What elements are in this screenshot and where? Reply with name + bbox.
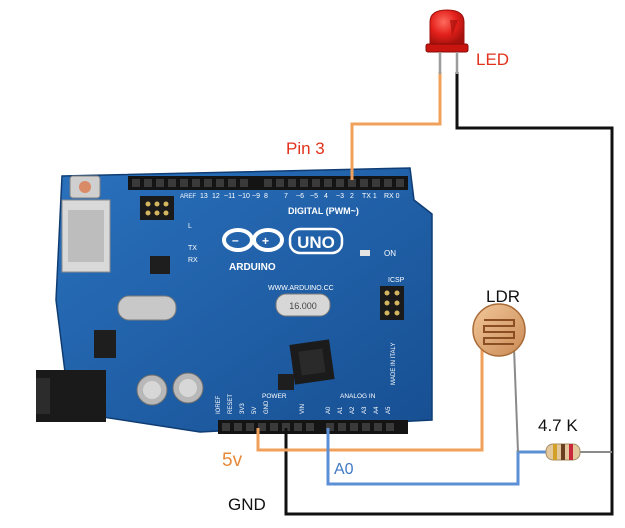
gnd-pin-label: GND bbox=[264, 400, 270, 414]
svg-text:+: + bbox=[262, 234, 269, 248]
pin-label-6: ~6 bbox=[296, 193, 304, 200]
vin-label: VIN bbox=[300, 404, 306, 414]
pin-label-7: 7 bbox=[284, 193, 288, 200]
crystal-oscillator bbox=[117, 295, 177, 321]
pin-label-rx0: RX 0 bbox=[384, 193, 400, 200]
regulator bbox=[94, 330, 116, 358]
pin-label-9: ~9 bbox=[252, 193, 260, 200]
reset-pin-label: RESET bbox=[228, 394, 234, 414]
wire-pin3-to-led bbox=[350, 72, 442, 180]
uno-label: UNO bbox=[297, 233, 335, 252]
pin-label-11: ~11 bbox=[224, 193, 235, 200]
analog-pin-a3: A3 bbox=[362, 406, 368, 414]
analog-pin-a1: A1 bbox=[338, 406, 344, 414]
made-in-label: MADE IN ITALY bbox=[391, 343, 397, 385]
pin-label-10: ~10 bbox=[238, 193, 250, 200]
small-header bbox=[140, 196, 174, 220]
wire-led-to-gnd bbox=[284, 72, 614, 516]
on-led bbox=[360, 250, 370, 256]
resistor-component bbox=[545, 443, 581, 461]
atmega-microcontroller bbox=[289, 339, 335, 385]
on-label: ON bbox=[384, 249, 396, 258]
rx-label: RX bbox=[188, 257, 198, 264]
resonator bbox=[275, 293, 331, 317]
analog-header-label: ANALOG IN bbox=[340, 393, 376, 400]
power-header-label: POWER bbox=[262, 393, 287, 400]
aref-label: AREF bbox=[180, 194, 196, 200]
usb-chip bbox=[150, 256, 170, 274]
digital-header-label: DIGITAL (PWM~) bbox=[288, 206, 359, 216]
power-analog-header bbox=[218, 420, 408, 434]
pin3-label: Pin 3 bbox=[286, 139, 325, 158]
led-component bbox=[425, 9, 469, 74]
led-label: LED bbox=[476, 50, 509, 69]
arduino-logo: – + bbox=[222, 228, 284, 252]
ldr-component bbox=[472, 303, 526, 357]
5v-label: 5v bbox=[222, 450, 243, 471]
icsp-header bbox=[380, 286, 404, 320]
capacitors bbox=[136, 372, 204, 406]
ldr-label: LDR bbox=[486, 287, 520, 306]
website-label: WWW.ARDUINO.CC bbox=[268, 285, 334, 292]
icsp-label: ICSP bbox=[388, 277, 405, 284]
analog-pin-a5: A5 bbox=[386, 406, 392, 414]
crystal-label: 16.000 bbox=[289, 301, 317, 311]
tx-label: TX bbox=[188, 245, 197, 252]
analog-pin-a0: A0 bbox=[326, 406, 332, 414]
pin-label-2: 2 bbox=[350, 193, 354, 200]
wire-a0-to-junction bbox=[326, 428, 546, 486]
a0-label: A0 bbox=[334, 461, 354, 478]
ioref-label: IOREF bbox=[216, 395, 222, 414]
wire-5v-to-ldr bbox=[256, 348, 484, 452]
arduino-uno-board: 16.000 ICSP bbox=[36, 167, 433, 434]
uno-badge bbox=[288, 227, 344, 255]
analog-pin-a2: A2 bbox=[350, 406, 356, 414]
arduino-brand-label: ARDUINO bbox=[229, 262, 276, 273]
pin-label-8: 8 bbox=[264, 193, 268, 200]
3v3-label: 3V3 bbox=[240, 403, 246, 414]
5v-pin-label: 5V bbox=[252, 407, 258, 414]
ldr-lead bbox=[513, 347, 519, 453]
pin-label-12: 12 bbox=[212, 193, 220, 200]
pin-label-tx1: TX 1 bbox=[362, 193, 377, 200]
analog-pin-a4: A4 bbox=[374, 406, 380, 414]
pin-label-4: 4 bbox=[324, 193, 328, 200]
digital-header bbox=[128, 176, 408, 190]
gnd-label: GND bbox=[228, 495, 266, 514]
pin-label-13: 13 bbox=[200, 193, 208, 200]
resistor-label: 4.7 K bbox=[538, 416, 578, 435]
pin-label-5: ~5 bbox=[310, 193, 318, 200]
pin-label-3: ~3 bbox=[336, 193, 344, 200]
svg-text:–: – bbox=[232, 233, 239, 247]
l-led-label: L bbox=[188, 223, 192, 230]
